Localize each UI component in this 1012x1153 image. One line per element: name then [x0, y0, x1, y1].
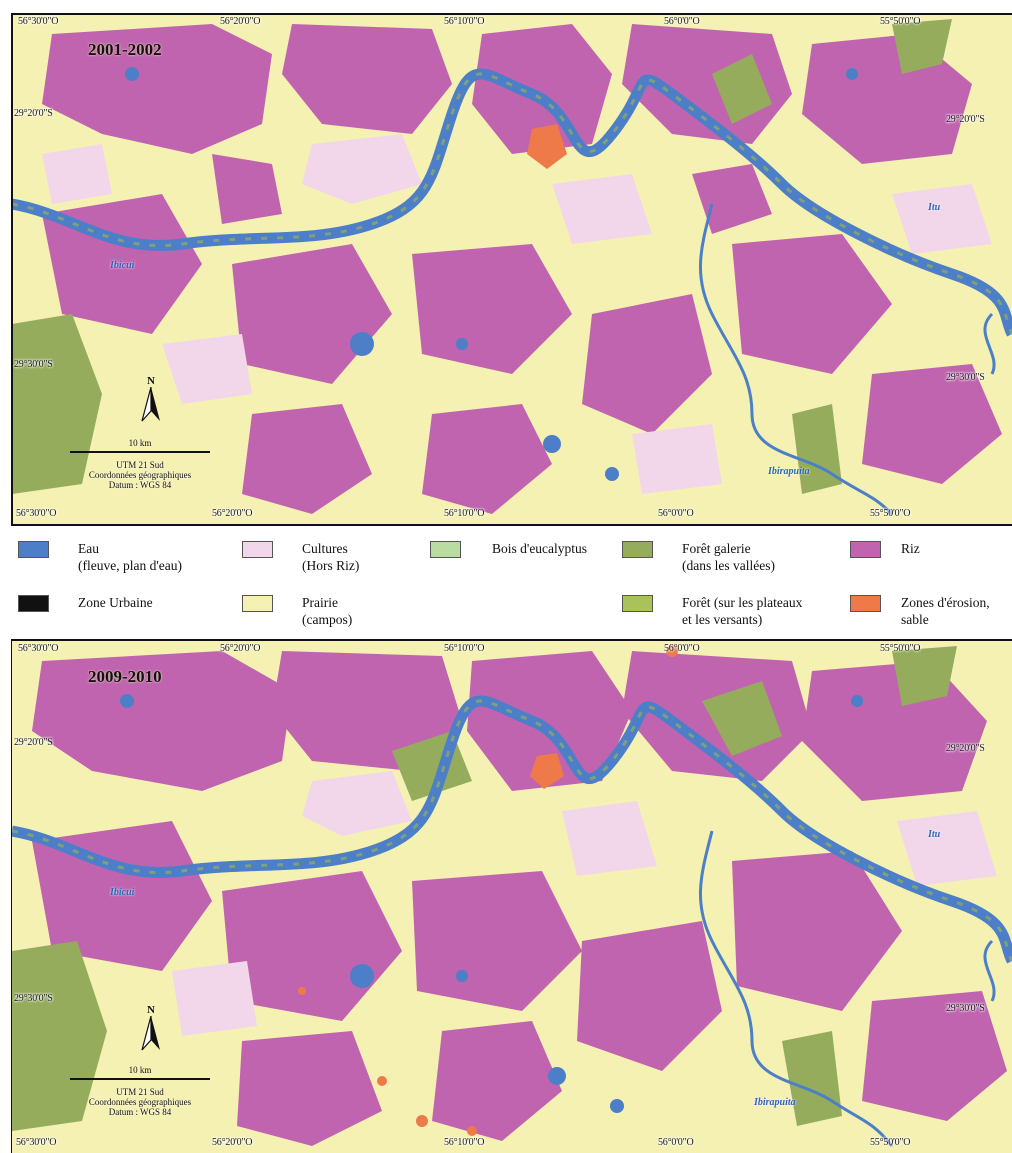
legend-label: Cultures (Hors Riz) — [302, 541, 360, 573]
lon-label: 55°50'0"O — [870, 1137, 911, 1148]
lon-label: 56°30'0"O — [16, 1137, 57, 1148]
scale-bar — [70, 1078, 210, 1080]
lon-label: 56°0'0"O — [664, 643, 700, 654]
land-cover-map-2001 — [12, 14, 1012, 524]
lon-label: 55°50'0"O — [880, 643, 921, 654]
river-label-ibirapuita: Ibirapuita — [754, 1097, 796, 1108]
projection-line: Datum : WGS 84 — [108, 480, 172, 490]
lon-label: 56°20'0"O — [220, 643, 261, 654]
lon-label: 56°0'0"O — [658, 1137, 694, 1148]
river-label-itu: Itu — [928, 829, 941, 840]
north-letter: N — [147, 1004, 155, 1016]
river-label-ibicui: Ibicui — [110, 260, 135, 271]
lon-label: 55°50'0"O — [870, 508, 911, 519]
lon-label: 56°20'0"O — [212, 1137, 253, 1148]
legend-label: Forêt (sur les plateaux et les versants) — [682, 595, 803, 627]
lat-label: 29°30'0"S — [14, 993, 53, 1004]
legend-label: Bois d'eucalyptus — [492, 541, 588, 556]
river-label-ibirapuita: Ibirapuita — [768, 466, 810, 477]
lon-label: 56°0'0"O — [658, 508, 694, 519]
projection-line: UTM 21 Sud — [116, 1087, 164, 1097]
legend-swatch — [242, 595, 273, 612]
lat-label: 29°30'0"S — [946, 1003, 985, 1014]
lon-label: 56°10'0"O — [444, 508, 485, 519]
projection-line: Coordonnées géographiques — [88, 470, 192, 480]
map-2001-2002: 2001-2002 56°30'0"O 56°20'0"O 56°10'0"O … — [12, 14, 1012, 524]
lon-label: 56°10'0"O — [444, 1137, 485, 1148]
legend-item-foret-galerie: Forêt galerie (dans les vallées) — [622, 540, 775, 574]
lon-label: 56°30'0"O — [18, 643, 59, 654]
legend-item-eau: Eau (fleuve, plan d'eau) — [18, 540, 182, 574]
lon-label: 56°20'0"O — [212, 508, 253, 519]
legend-swatch — [18, 595, 49, 612]
legend-label: Prairie (campos) — [302, 595, 353, 627]
north-arrow: N — [136, 376, 166, 428]
river-label-itu: Itu — [928, 202, 941, 213]
legend-swatch — [622, 541, 653, 558]
north-arrow: N — [136, 1005, 166, 1057]
lon-label: 56°30'0"O — [16, 508, 57, 519]
legend-item-foret-plateaux: Forêt (sur les plateaux et les versants) — [622, 594, 802, 628]
legend-swatch — [850, 595, 881, 612]
lon-label: 56°0'0"O — [664, 16, 700, 27]
lat-label: 29°30'0"S — [946, 372, 985, 383]
legend-label: Eau (fleuve, plan d'eau) — [78, 541, 183, 573]
legend-swatch — [622, 595, 653, 612]
projection-info: UTM 21 Sud Coordonnées géographiques Dat… — [70, 1087, 210, 1117]
map-2009-2010: 2009-2010 56°30'0"O 56°20'0"O 56°10'0"O … — [12, 641, 1012, 1153]
lat-label: 29°20'0"S — [946, 743, 985, 754]
north-arrow-icon — [141, 386, 160, 422]
map-frame-bottom — [12, 524, 1012, 526]
legend-swatch — [430, 541, 461, 558]
river-label-ibicui: Ibicui — [110, 887, 135, 898]
legend: Eau (fleuve, plan d'eau) Cultures (Hors … — [0, 530, 1012, 638]
lat-label: 29°20'0"S — [946, 114, 985, 125]
projection-info: UTM 21 Sud Coordonnées géographiques Dat… — [70, 460, 210, 490]
lon-label: 56°30'0"O — [18, 16, 59, 27]
legend-label: Zone Urbaine — [78, 595, 153, 610]
north-letter: N — [147, 375, 155, 387]
lat-label: 29°30'0"S — [14, 359, 53, 370]
legend-swatch — [850, 541, 881, 558]
legend-label: Riz — [901, 541, 920, 556]
legend-label: Zones d'érosion, sable — [901, 595, 990, 627]
projection-line: Datum : WGS 84 — [108, 1107, 172, 1117]
lon-label: 56°10'0"O — [444, 643, 485, 654]
period-label: 2001-2002 — [88, 40, 162, 59]
lon-label: 55°50'0"O — [880, 16, 921, 27]
map-frame-top — [12, 13, 1012, 15]
lon-label: 56°20'0"O — [220, 16, 261, 27]
legend-item-zone-urbaine: Zone Urbaine — [18, 594, 153, 612]
projection-line: Coordonnées géographiques — [88, 1097, 192, 1107]
map-frame-left — [11, 13, 13, 526]
scale-label: 10 km — [128, 438, 152, 448]
legend-label: Forêt galerie (dans les vallées) — [682, 541, 775, 573]
legend-item-cultures: Cultures (Hors Riz) — [242, 540, 359, 574]
projection-line: UTM 21 Sud — [116, 460, 164, 470]
period-label: 2009-2010 — [88, 667, 162, 686]
legend-item-erosion: Zones d'érosion, sable — [850, 594, 990, 628]
legend-swatch — [242, 541, 273, 558]
lat-label: 29°20'0"S — [14, 737, 53, 748]
land-cover-map-2009 — [12, 641, 1012, 1153]
lon-label: 56°10'0"O — [444, 16, 485, 27]
north-arrow-icon — [141, 1015, 160, 1051]
scale-label: 10 km — [128, 1065, 152, 1075]
scale-bar — [70, 451, 210, 453]
legend-swatch — [18, 541, 49, 558]
map-frame-top — [12, 639, 1012, 641]
legend-item-riz: Riz — [850, 540, 920, 558]
legend-item-prairie: Prairie (campos) — [242, 594, 352, 628]
legend-item-eucalyptus: Bois d'eucalyptus — [430, 540, 587, 558]
lat-label: 29°20'0"S — [14, 108, 53, 119]
